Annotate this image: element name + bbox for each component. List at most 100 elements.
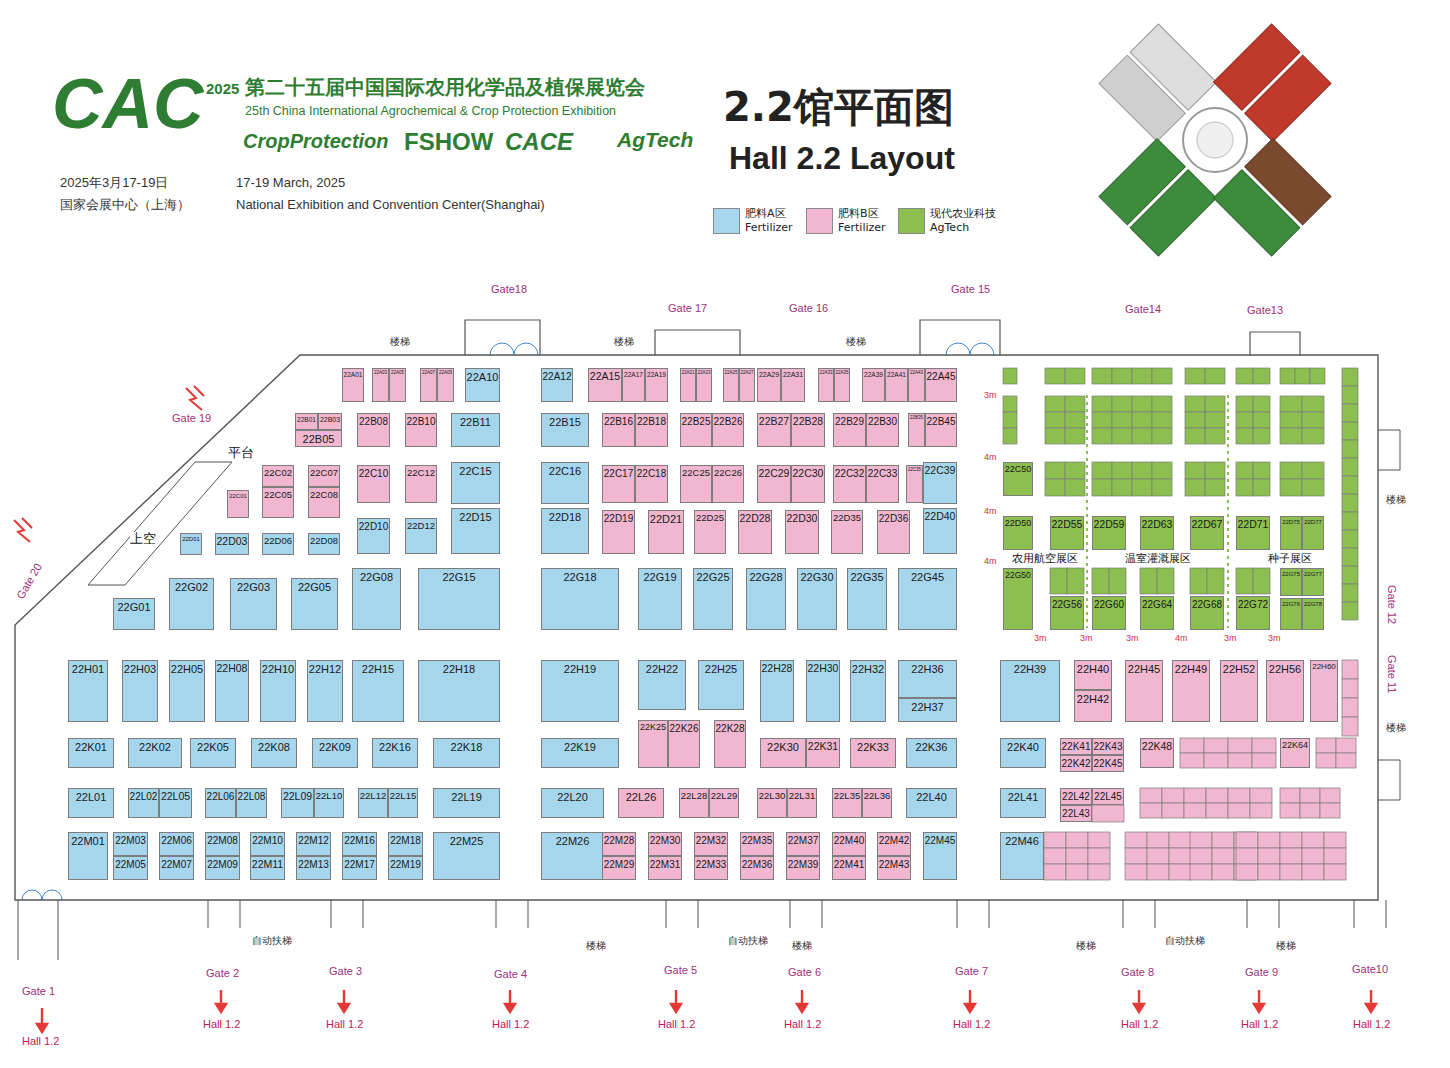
booth-number: 22M03 xyxy=(115,835,146,846)
booth: 22C35 xyxy=(906,465,923,503)
plan-label: 楼梯 xyxy=(390,336,410,348)
small-booth-cell xyxy=(1316,738,1336,753)
booth: 22A05 xyxy=(389,368,406,402)
booth-number: 22D19 xyxy=(604,513,633,524)
small-booth-cell xyxy=(1190,864,1212,880)
booth: 22K31 xyxy=(806,738,840,768)
booth: 22M31 xyxy=(648,856,682,880)
minimap-plaza xyxy=(1197,122,1233,158)
booth: 22L26 xyxy=(618,788,664,818)
booth: 22D06 xyxy=(262,533,294,555)
plan-label: Hall 1.2 xyxy=(1121,1018,1158,1031)
small-booth-cell xyxy=(1065,412,1085,428)
booth-number: 22M32 xyxy=(696,835,727,846)
small-booth-cell xyxy=(1228,788,1250,803)
booth: 22K05 xyxy=(190,738,236,768)
booth: 22H03 xyxy=(122,660,158,722)
small-booth-cell xyxy=(1205,479,1225,496)
booth-number: 22D18 xyxy=(549,511,581,523)
small-booth-cell xyxy=(1125,832,1147,848)
booth-number: 22G75 xyxy=(1282,571,1300,578)
booth-number: 22L42 xyxy=(1062,791,1090,802)
booth-number: 22B05 xyxy=(303,433,335,445)
booth: 22L30 xyxy=(757,788,787,818)
booth-number: 22L36 xyxy=(864,791,890,801)
booth: 22G25 xyxy=(693,568,733,630)
plan-label: National Exhibition and Convention Cente… xyxy=(236,198,545,213)
booth: 22K02 xyxy=(128,738,182,768)
small-booth-cell xyxy=(1253,412,1270,428)
booth-number: 22L09 xyxy=(283,791,312,803)
small-booth-cell xyxy=(1045,479,1065,496)
booth: 22M01 xyxy=(68,832,108,880)
booth-number: 22L15 xyxy=(390,791,416,801)
door-arc xyxy=(22,890,62,900)
booth-number: 22H40 xyxy=(1077,663,1109,675)
booth: 22C39 xyxy=(923,462,957,504)
booth: 22G15 xyxy=(418,568,500,630)
booth-number: 22B16 xyxy=(604,416,633,427)
booth-number: 22M07 xyxy=(161,859,192,870)
plan-label: Gate 16 xyxy=(789,302,828,315)
small-booth-cell xyxy=(1253,479,1270,496)
minimap-hall xyxy=(1245,55,1331,141)
small-booth-cell xyxy=(1280,428,1302,444)
booth: 22G18 xyxy=(541,568,619,630)
small-booth-cell xyxy=(1044,848,1066,864)
plan-label: Gate 19 xyxy=(172,412,211,425)
booth-number: 22M10 xyxy=(252,835,283,846)
minimap-plaza xyxy=(1183,108,1247,172)
plan-label: Gate 1 xyxy=(22,985,55,998)
plan-label: 楼梯 xyxy=(1076,940,1096,952)
small-booth-cell xyxy=(1092,805,1124,822)
plan-label: Hall 2.2 Layout xyxy=(729,140,955,177)
booth-number: 22M45 xyxy=(925,835,956,846)
booth: 22K43 xyxy=(1092,738,1124,755)
small-booth-cell xyxy=(1050,568,1067,594)
booth-number: 22M46 xyxy=(1005,835,1039,847)
small-booth-cell xyxy=(1342,698,1358,717)
booth: 22D55 xyxy=(1050,516,1084,550)
booth: 22C07 xyxy=(308,465,340,487)
small-booth-cell xyxy=(1228,753,1252,768)
booth-number: 22M29 xyxy=(604,859,635,870)
booth: 22K09 xyxy=(312,738,358,768)
booth: 22K16 xyxy=(372,738,418,768)
booth: 22M19 xyxy=(388,856,423,880)
plan-label: 4m xyxy=(984,506,997,516)
small-booth-cell xyxy=(1342,458,1358,476)
legend-swatch xyxy=(898,208,925,234)
legend-swatch xyxy=(713,208,740,234)
small-booth-cell xyxy=(1342,494,1358,512)
booth: 22L05 xyxy=(159,788,192,818)
wall-bay xyxy=(465,320,1300,355)
booth: 22D59 xyxy=(1092,516,1126,550)
booth-number: 22B29 xyxy=(835,416,864,427)
small-booth-cell xyxy=(1112,479,1132,496)
booth-number: 22M19 xyxy=(390,859,421,870)
small-booth-cell xyxy=(1185,462,1205,479)
booth-number: 22H05 xyxy=(171,663,203,675)
booth: 22M13 xyxy=(296,856,331,880)
booth-number: 22H45 xyxy=(1128,663,1160,675)
minimap-hall xyxy=(1130,24,1216,110)
booth: 22L20 xyxy=(541,788,604,818)
booth: 22L15 xyxy=(388,788,418,818)
booth-number: 22D71 xyxy=(1238,519,1269,531)
small-booth-cell xyxy=(1044,832,1066,848)
small-booth-cell xyxy=(1109,568,1126,594)
small-booth-cell xyxy=(1310,368,1325,384)
booth: 22L09 xyxy=(281,788,314,818)
booth: 22H15 xyxy=(352,660,404,722)
plan-label: 3m xyxy=(1126,633,1139,643)
plan-label: 4m xyxy=(984,556,997,566)
booth-number: 22L12 xyxy=(360,791,386,801)
booth-number: 22C02 xyxy=(264,468,292,478)
booth-number: 22M17 xyxy=(344,859,375,870)
booth-number: 22M36 xyxy=(742,859,773,870)
small-booth-cell xyxy=(1185,428,1205,444)
booth-number: 22A09 xyxy=(439,371,452,376)
booth-number: 22C07 xyxy=(310,468,338,478)
small-booth-cell xyxy=(1205,428,1225,444)
booth-number: 22L06 xyxy=(207,791,235,802)
